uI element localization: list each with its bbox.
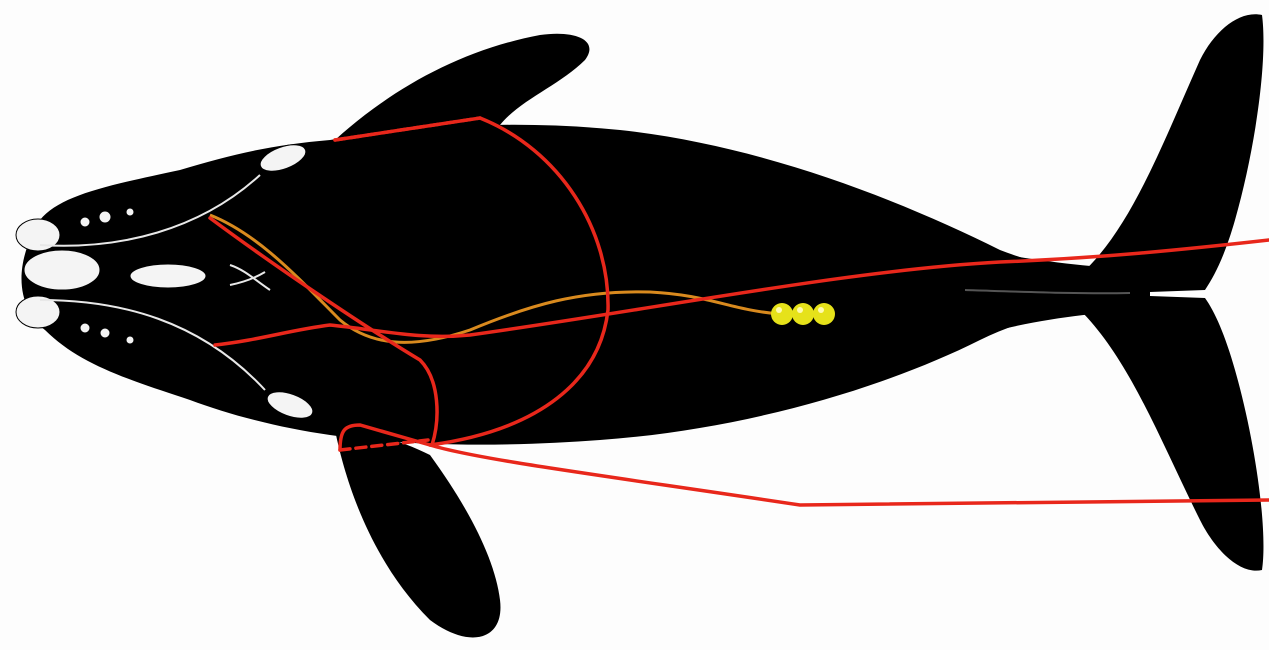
callosity-bonnet [24,250,100,290]
callosity-dot [126,208,134,216]
lower-fluke [1080,296,1263,571]
buoy [771,303,793,325]
buoy-highlight [797,307,803,313]
callosity-dot [99,211,111,223]
buoys [771,303,835,325]
buoy [792,303,814,325]
buoy [813,303,835,325]
callosity-mid [130,264,206,288]
callosity-dot [100,328,110,338]
buoy-highlight [818,307,824,313]
callosity-dot [80,217,90,227]
upper-flipper [335,34,589,140]
buoy-highlight [776,307,782,313]
callosity-dot [80,323,90,333]
lower-flipper [335,430,500,637]
callosity-dot [126,336,134,344]
flipper-to-tail-line [430,445,1269,505]
